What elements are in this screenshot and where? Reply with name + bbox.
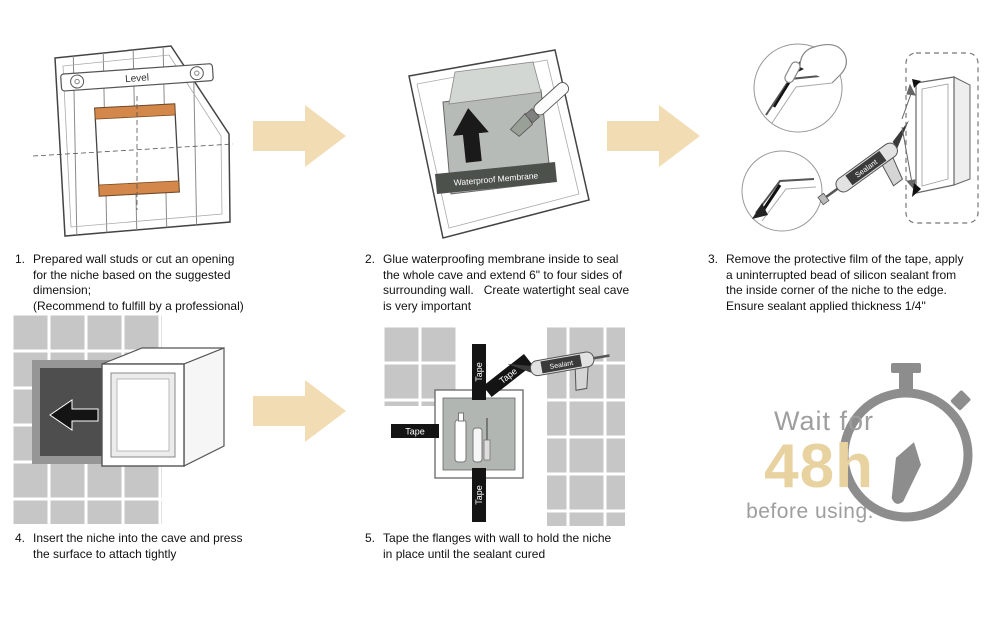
blocking-top: [94, 103, 176, 120]
step3-illustration: Sealant: [741, 43, 979, 232]
tape-strips: Tape Tape Tape Tape: [391, 344, 533, 522]
hand-icon: [784, 43, 847, 84]
wait-timer: Wait for 48h before using.: [692, 350, 998, 555]
sealant-corner-mark: [912, 183, 921, 197]
leader-arrows: [901, 83, 916, 191]
corner-detail-bottom: [741, 150, 823, 232]
arrow-right-icon: [253, 380, 346, 442]
level-tool: Level: [60, 63, 214, 92]
tape-label: Tape: [474, 362, 484, 382]
tape-label: Tape: [474, 485, 484, 505]
arrow-right-icon: [253, 105, 346, 167]
insert-arrow-icon: [49, 399, 99, 431]
sealant-corner-mark: [912, 79, 921, 88]
caulk-gun-icon: Sealant: [507, 351, 610, 391]
step-1-number: 1.: [15, 252, 26, 266]
niche-box: [905, 52, 979, 224]
step-4-number: 4.: [15, 531, 26, 545]
sealant-label: Sealant: [549, 360, 574, 371]
arrow-right-icon: [607, 105, 700, 167]
stopwatch-icon: [839, 363, 973, 522]
guide-lines: [32, 96, 234, 210]
corner-detail-top: [753, 43, 847, 133]
step-1-text: 1. Prepared wall studs or cut an opening…: [15, 252, 244, 313]
membrane-band: [435, 162, 557, 194]
step1-illustration: Level: [32, 45, 234, 237]
level-label: Level: [125, 73, 150, 86]
blocking-bottom: [98, 180, 180, 197]
step5-illustration: Tape Tape Tape Tape Sealant: [383, 326, 625, 526]
bottle-icons: [454, 412, 491, 463]
step-5-number: 5.: [365, 531, 376, 545]
before-using-text: before using.: [746, 499, 874, 523]
tape-label: Tape: [405, 427, 425, 437]
up-arrow-icon: [452, 108, 489, 163]
timer-text: Wait for 48h before using.: [692, 406, 874, 524]
step-4-text: 4. Insert the niche into the cave and pr…: [15, 531, 243, 561]
duration-text: 48h: [764, 432, 874, 501]
brush-icon: [509, 82, 570, 137]
membrane-flap: [448, 61, 542, 105]
wait-for-text: Wait for: [773, 406, 874, 436]
step-5-text: 5. Tape the flanges with wall to hold th…: [365, 531, 612, 561]
step-2-text: 2. Glue waterproofing membrane inside to…: [365, 252, 630, 313]
step2-illustration: Waterproof Membrane: [408, 49, 590, 239]
niche-box: [101, 347, 225, 467]
step4-illustration: [12, 314, 225, 524]
step-2-number: 2.: [365, 252, 376, 266]
nozzle-icon: [752, 203, 768, 219]
step-3-text: 3. Remove the protective film of the tap…: [708, 252, 964, 313]
step-3-number: 3.: [708, 252, 719, 266]
